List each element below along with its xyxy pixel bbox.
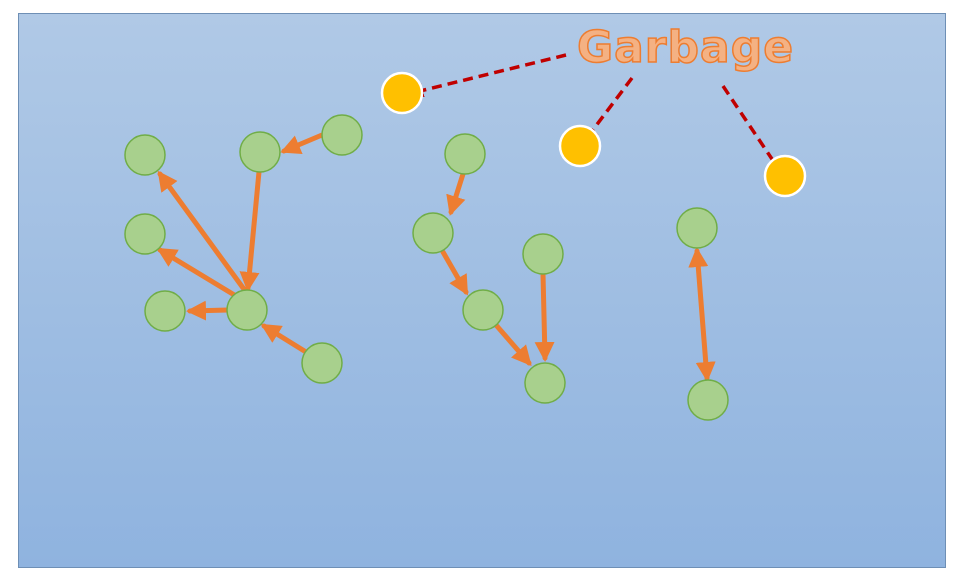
- reference-arrows: [156, 132, 716, 382]
- arrow-c1e-to-c1c: [156, 247, 239, 299]
- garbage-node-1: [380, 71, 424, 115]
- arrow-c2b-to-c2c: [440, 249, 469, 296]
- arrow-c3a-c3b-bidirectional: [688, 247, 716, 382]
- cluster-3-node-b: [687, 379, 729, 421]
- live-nodes: [124, 114, 729, 421]
- cluster-1-node-c: [124, 213, 166, 255]
- garbage-label: Garbage: [577, 22, 794, 73]
- garbage-nodes: [380, 71, 807, 198]
- arrow-c1b-to-c1e: [239, 169, 262, 292]
- cluster-1-node-g: [301, 342, 343, 384]
- arrow-c1g-to-c1e: [260, 323, 309, 355]
- cluster-3-node-a: [676, 207, 718, 249]
- cluster-2-node-c: [462, 289, 504, 331]
- garbage-node-3: [763, 154, 807, 198]
- arrow-c1f-to-c1b: [280, 132, 325, 155]
- pointer-to-garbage-node-3: [721, 85, 782, 174]
- cluster-1-node-a: [124, 134, 166, 176]
- pointer-to-garbage-node-1: [409, 53, 567, 98]
- cluster-1-node-b: [239, 131, 281, 173]
- arrow-c2a-to-c2b: [446, 171, 466, 216]
- cluster-1-node-e: [226, 289, 268, 331]
- cluster-1-node-f: [321, 114, 363, 156]
- arrow-c2d-to-c2e: [534, 271, 555, 362]
- cluster-2-node-e: [524, 362, 566, 404]
- cluster-2-node-a: [444, 133, 486, 175]
- cluster-2-node-d: [522, 233, 564, 275]
- cluster-1-node-d: [144, 290, 186, 332]
- arrow-c2c-to-c2e: [493, 322, 532, 367]
- pointer-to-garbage-node-2: [584, 76, 634, 142]
- garbage-pointers: [409, 53, 782, 174]
- garbage-node-2: [558, 124, 602, 168]
- arrow-c1e-to-c1d: [186, 300, 231, 321]
- arrow-c1e-to-c1a: [157, 170, 249, 295]
- cluster-2-node-b: [412, 212, 454, 254]
